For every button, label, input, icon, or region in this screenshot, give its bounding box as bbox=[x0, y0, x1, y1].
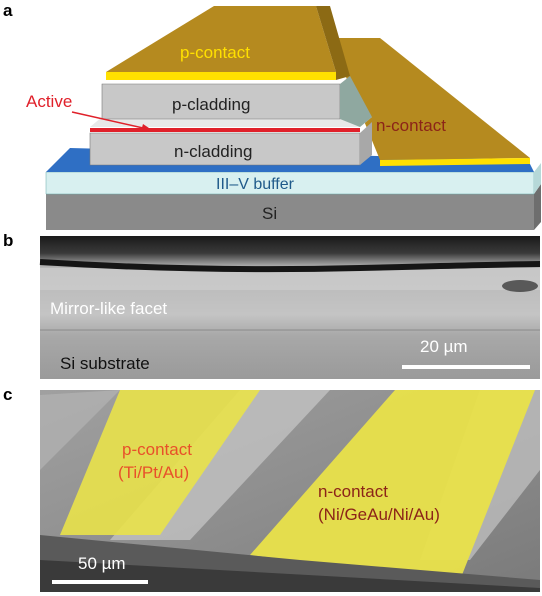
p-contact-metal bbox=[106, 6, 350, 80]
label-si: Si bbox=[262, 204, 277, 223]
p-cladding-layer bbox=[101, 76, 372, 127]
label-n-contact: n-contact bbox=[376, 116, 446, 135]
panel-letter-c: c bbox=[3, 385, 12, 404]
scale-bar-b bbox=[402, 365, 530, 369]
panel-letter-a: a bbox=[3, 1, 13, 20]
label-p-cladding: p-cladding bbox=[172, 95, 250, 114]
label-n-metal: (Ni/GeAu/Ni/Au) bbox=[318, 505, 440, 524]
label-active: Active bbox=[26, 92, 72, 111]
wafer-edge-shadow bbox=[40, 560, 540, 592]
label-p-metal: (Ti/Pt/Au) bbox=[118, 463, 189, 482]
facet-edge bbox=[39, 259, 541, 273]
panel-a: a bbox=[3, 1, 541, 230]
facet-defect bbox=[502, 280, 538, 292]
p-contact-pad bbox=[60, 390, 260, 535]
label-buffer: III–V buffer bbox=[216, 176, 295, 193]
label-n-contact-c: n-contact bbox=[318, 482, 388, 501]
label-facet: Mirror-like facet bbox=[50, 299, 167, 318]
sem-image-b bbox=[40, 236, 540, 379]
label-p-contact-c: p-contact bbox=[122, 440, 192, 459]
panel-c: c p-contact (Ti/Pt/Au) n-contact (Ni/GeA… bbox=[3, 385, 540, 592]
n-cladding-layer bbox=[89, 122, 372, 166]
label-p-contact: p-contact bbox=[180, 43, 250, 62]
panel-b: b Mirror-like facet Si substrate 20 µm bbox=[3, 231, 541, 379]
scale-bar-label-c: 50 µm bbox=[78, 554, 126, 573]
scale-bar-label-b: 20 µm bbox=[420, 337, 468, 356]
facet-surface bbox=[40, 268, 540, 290]
n-contact-pad bbox=[250, 390, 535, 580]
panel-letter-b: b bbox=[3, 231, 13, 250]
active-arrowhead bbox=[141, 124, 152, 131]
label-si-substrate: Si substrate bbox=[60, 354, 150, 373]
ridge-left bbox=[40, 390, 120, 470]
scale-bar-c bbox=[52, 580, 148, 584]
active-arrow bbox=[71, 111, 153, 131]
si-substrate bbox=[46, 184, 541, 230]
n-contact-metal bbox=[330, 38, 530, 166]
active-layer bbox=[90, 117, 372, 132]
label-n-cladding: n-cladding bbox=[174, 142, 252, 161]
